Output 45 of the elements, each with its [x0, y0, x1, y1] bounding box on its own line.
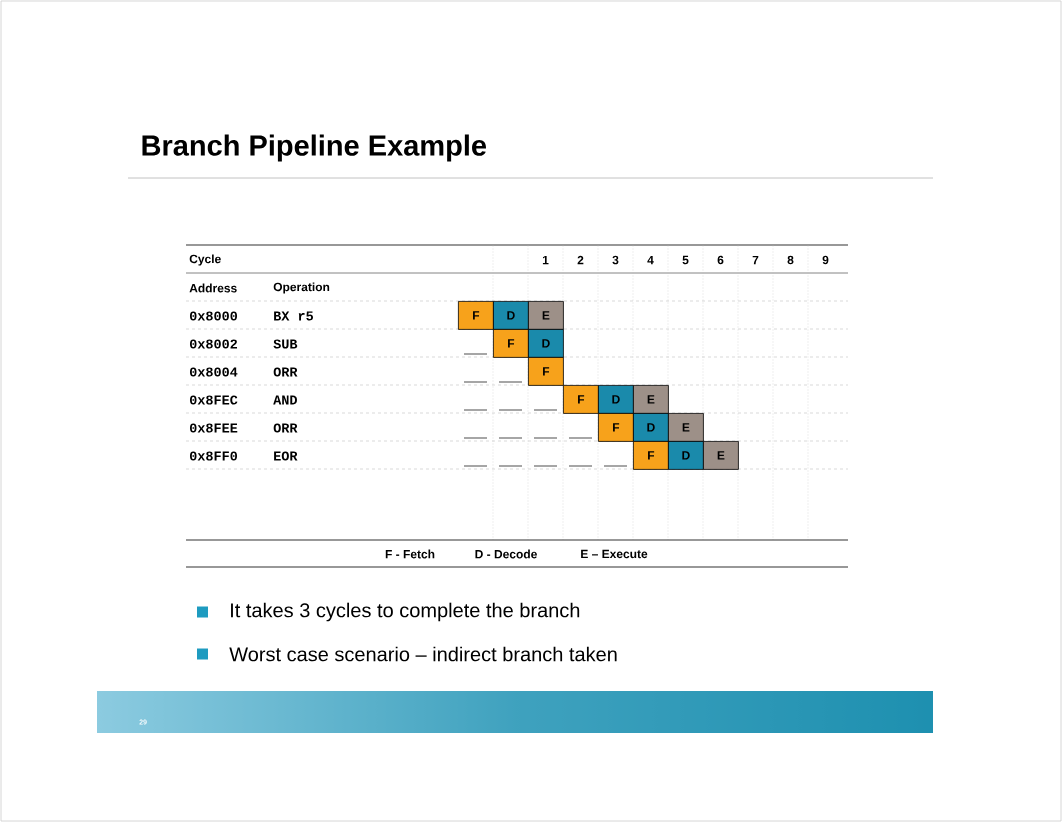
table-cell: SUB: [273, 339, 298, 349]
cycle-number: 4: [647, 255, 654, 265]
cycle-number: 6: [717, 255, 724, 265]
cycle-number: 8: [787, 255, 794, 265]
stage-box: F: [633, 441, 669, 470]
column-header: Operation: [273, 282, 330, 294]
stage-box: E: [668, 413, 704, 442]
stage-box: D: [633, 413, 669, 442]
table-cell: 0x8004: [189, 367, 238, 377]
legend-text: F - Fetch: [385, 549, 435, 559]
cycle-number: 5: [682, 255, 689, 265]
stage-box: F: [528, 357, 564, 386]
table-cell: 0x8002: [189, 339, 237, 349]
table-cell: 0x8FEE: [189, 423, 238, 433]
cycle-number: 9: [822, 255, 829, 265]
bullet-text: Worst case scenario – indirect branch taken: [229, 646, 617, 662]
bullet-text: It takes 3 cycles to complete the branch: [231, 602, 580, 622]
table-cell: 0x8FF0: [189, 451, 238, 461]
table-cell: BX r5: [274, 311, 313, 321]
slide-title: Branch Pipeline Example: [142, 134, 487, 162]
table-cell: ORR: [273, 423, 298, 433]
legend-text: D - Decode: [475, 549, 537, 559]
stage-box: D: [668, 441, 704, 470]
column-header: Cycle: [189, 254, 221, 266]
cycle-number: 3: [612, 255, 619, 265]
stage-box: E: [528, 301, 564, 330]
stage-box: F: [493, 329, 529, 358]
stage-box: D: [528, 329, 564, 358]
stage-box: E: [633, 385, 669, 414]
cycle-number: 7: [752, 255, 759, 265]
cycle-number: 2: [577, 255, 584, 265]
stage-box: D: [598, 385, 634, 414]
stage-box: F: [563, 385, 599, 414]
cycle-number: 1: [542, 255, 549, 265]
table-cell: 0x8FEC: [189, 395, 238, 405]
table-cell: 0x8000: [189, 311, 238, 321]
stage-box: F: [598, 413, 634, 442]
column-header: Address: [189, 283, 237, 293]
table-cell: AND: [273, 395, 297, 405]
stage-box: F: [458, 301, 494, 330]
stage-box: E: [703, 441, 739, 470]
legend-text: E – Execute: [581, 549, 648, 559]
table-cell: ORR: [273, 367, 298, 377]
table-cell: EOR: [274, 451, 298, 461]
stage-box: D: [493, 301, 529, 330]
